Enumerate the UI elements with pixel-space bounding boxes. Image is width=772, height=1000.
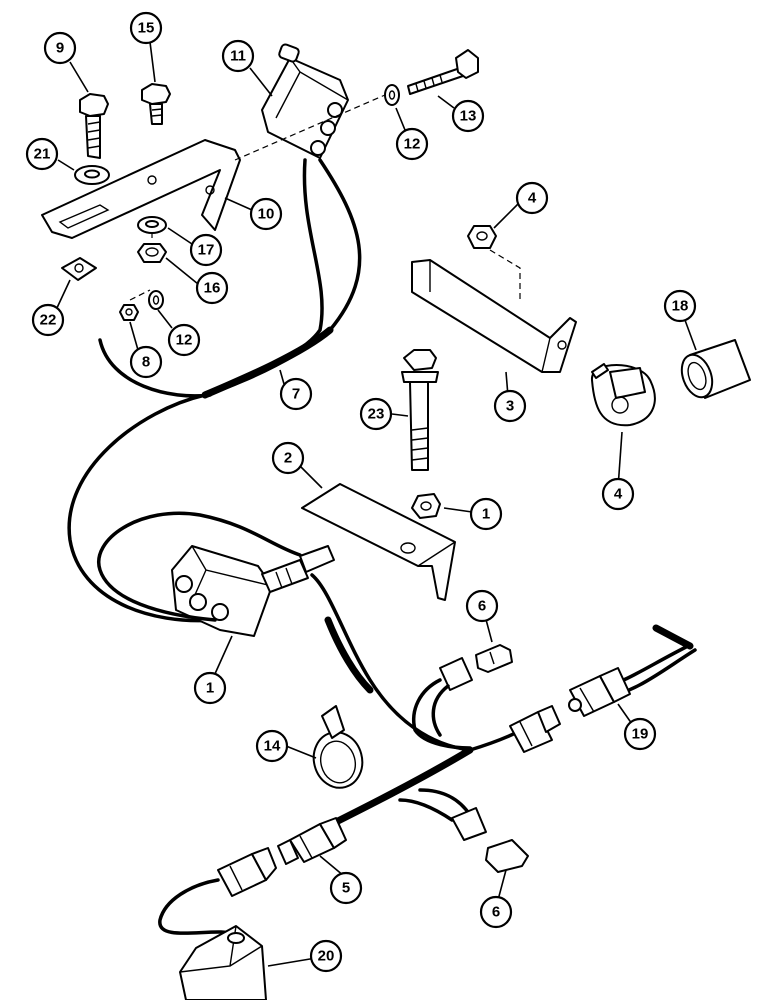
callout-4-upper: 4 xyxy=(515,181,549,215)
bolt-part-9 xyxy=(79,93,109,159)
callout-5-label: 5 xyxy=(342,880,350,897)
wire-harness-part-7 xyxy=(67,158,362,623)
washer-part-12-upper xyxy=(384,84,400,106)
callout-22: 22 xyxy=(31,303,65,337)
washer-part-21 xyxy=(74,165,110,185)
callout-6-lower-label: 6 xyxy=(492,904,500,921)
nut-part-8 xyxy=(119,304,139,321)
callout-4-lower: 4 xyxy=(601,477,635,511)
callout-10: 10 xyxy=(249,197,283,231)
callout-15: 15 xyxy=(129,11,163,45)
callout-19-label: 19 xyxy=(632,726,649,743)
valve-block-part-11 xyxy=(261,43,349,159)
connector-part-5 xyxy=(277,817,347,865)
callout-20: 20 xyxy=(309,939,343,973)
callout-16: 16 xyxy=(195,271,229,305)
callout-12-upper-label: 12 xyxy=(404,136,421,153)
callout-6-upper: 6 xyxy=(465,589,499,623)
callout-3-label: 3 xyxy=(506,398,514,415)
callout-1-switch: 1 xyxy=(193,671,227,705)
callout-18-label: 18 xyxy=(672,298,689,315)
callout-12-lower-label: 12 xyxy=(176,332,193,349)
callout-8-label: 8 xyxy=(142,354,150,371)
sensor-part-20 xyxy=(179,925,267,1000)
callout-13-label: 13 xyxy=(460,108,477,125)
nut-part-1 xyxy=(411,493,441,519)
connector-harness-upper xyxy=(412,657,473,750)
connector-middle xyxy=(509,705,561,753)
callout-9: 9 xyxy=(43,31,77,65)
nut-part-4-upper xyxy=(467,225,497,249)
tube-part-18 xyxy=(680,339,751,399)
callout-11: 11 xyxy=(221,39,255,73)
callout-11-label: 11 xyxy=(230,48,246,65)
callout-8: 8 xyxy=(129,345,163,379)
callout-9-label: 9 xyxy=(56,40,64,57)
callout-21-label: 21 xyxy=(34,146,51,163)
connector-cap-part-6-upper xyxy=(475,644,513,673)
callout-4-upper-label: 4 xyxy=(528,190,537,207)
callout-22-label: 22 xyxy=(40,312,57,329)
connector-lower-left xyxy=(158,847,277,937)
bolt-part-23 xyxy=(401,349,439,471)
callout-18: 18 xyxy=(663,289,697,323)
nut-part-16 xyxy=(137,243,167,263)
bracket-part-10 xyxy=(41,139,241,239)
long-bolt-part-13 xyxy=(407,49,479,95)
callout-17-label: 17 xyxy=(198,242,215,259)
callout-23-label: 23 xyxy=(368,406,385,423)
bracket-part-2 xyxy=(301,483,456,601)
callout-21: 21 xyxy=(25,137,59,171)
lockwasher-part-17 xyxy=(137,216,167,234)
bolt-part-15 xyxy=(141,83,171,125)
callout-14-label: 14 xyxy=(264,738,281,755)
callout-1-nut: 1 xyxy=(469,497,503,531)
callout-13: 13 xyxy=(451,99,485,133)
callout-16-label: 16 xyxy=(204,280,221,297)
washer-part-12-lower xyxy=(148,290,164,310)
callout-7: 7 xyxy=(279,377,313,411)
callout-1-nut-label: 1 xyxy=(482,506,490,523)
clamp-part-4-lower xyxy=(590,363,656,427)
callout-10-label: 10 xyxy=(258,206,275,223)
connector-part-19 xyxy=(568,667,631,717)
callout-12-upper: 12 xyxy=(395,127,429,161)
leader-lines xyxy=(55,41,697,967)
callout-1-switch-label: 1 xyxy=(206,680,214,697)
callout-15-label: 15 xyxy=(138,20,155,37)
callout-6-lower: 6 xyxy=(479,895,513,929)
callout-4-lower-label: 4 xyxy=(614,486,623,503)
square-nut-part-22 xyxy=(61,257,97,281)
callout-23: 23 xyxy=(359,397,393,431)
connector-lower-right xyxy=(451,807,487,841)
callout-14: 14 xyxy=(255,729,289,763)
callout-12-lower: 12 xyxy=(167,323,201,357)
bracket-part-3 xyxy=(411,259,577,373)
callout-19: 19 xyxy=(623,717,657,751)
hose-clamp-part-14 xyxy=(312,705,364,789)
callout-3: 3 xyxy=(493,389,527,423)
callout-7-label: 7 xyxy=(292,386,300,403)
callout-20-label: 20 xyxy=(318,948,335,965)
callout-6-upper-label: 6 xyxy=(478,598,486,615)
switch-part-1 xyxy=(171,545,335,637)
callout-2-label: 2 xyxy=(284,450,292,467)
callout-2: 2 xyxy=(271,441,305,475)
connector-cap-part-6-lower xyxy=(485,839,529,873)
callout-17: 17 xyxy=(189,233,223,267)
callout-5: 5 xyxy=(329,871,363,905)
